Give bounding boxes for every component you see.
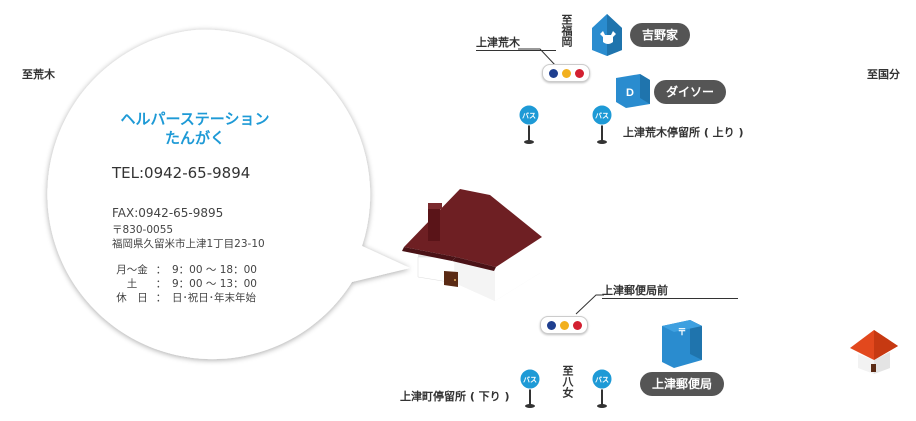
hours-sep: ： [155,292,167,304]
signal-light-blue [547,321,556,330]
hours-day: 休 日 [116,292,148,304]
business-name-line1: ヘルパーステーション [120,110,270,128]
signal-light-blue [549,69,558,78]
hours-row: 土 ： 9：00 〜 13：00 [114,277,314,291]
daiso-letter: D [626,87,634,99]
svg-text:バス: バス [522,112,536,120]
signal-light-red [575,69,584,78]
direction-kokubu: 至国分 [867,68,900,81]
tel-number: TEL:0942-65-9894 [112,164,251,182]
svg-text:バス: バス [595,112,609,120]
hours-sep: ： [155,278,167,290]
signal-light-red [573,321,582,330]
bus-stop-sign-icon: バス [518,104,540,144]
hours-time: 9：00 〜 18：00 [172,264,257,276]
daiso-icon: D [616,74,650,108]
hours-sep: ： [155,264,167,276]
hours-row: 月〜金 ： 9：00 〜 18：00 [114,263,314,277]
traffic-signal-north [542,64,590,82]
leader-line [518,48,557,67]
postal-code: 〒830-0055 [112,224,174,236]
bus-stop-north-label: 上津荒木停留所 ( 上り ) [623,126,744,139]
fax-number: FAX:0942-65-9895 [112,206,224,220]
yoshinoya-icon [592,14,622,56]
signal-light-yellow [562,69,571,78]
intersection-label-south: 上津郵便局前 [602,282,738,299]
post-symbol: 〒 [677,328,686,338]
traffic-signal-south [540,316,588,334]
svg-text:バス: バス [595,376,609,384]
hours-day: 土 [126,278,138,290]
hours-row: 休 日 ： 日･祝日･年末年始 [114,291,314,305]
direction-yame: 至八女 [561,365,574,398]
bus-stop-sign-icon: バス [519,368,541,408]
business-name: ヘルパーステーション たんがく [95,110,295,148]
small-house-icon [850,330,898,374]
business-hours: 月〜金 ： 9：00 〜 18：00 土 ： 9：00 〜 13：00 休 日 … [114,263,314,305]
direction-fukuoka: 至福岡 [560,14,573,47]
yoshinoya-label: 吉野家 [630,23,691,47]
post-office-label: 上津郵便局 [640,372,725,396]
svg-text:バス: バス [523,376,537,384]
hours-time: 9：00 〜 13：00 [172,278,257,290]
bus-stop-sign-icon: バス [591,368,613,408]
hours-time: 日･祝日･年末年始 [172,292,256,304]
house-icon [402,189,542,301]
business-name-line2: たんがく [164,129,225,147]
signal-light-yellow [560,321,569,330]
address: 福岡県久留米市上津1丁目23-10 [112,238,265,250]
post-office-icon: 〒 [662,320,702,368]
leader-line [575,294,604,315]
hours-day: 月〜金 [116,264,148,276]
bus-stop-south-label: 上津町停留所 ( 下り ) [400,390,510,403]
bus-stop-sign-icon: バス [591,104,613,144]
intersection-label-north: 上津荒木 [476,34,556,51]
direction-arakigi: 至荒木 [22,68,55,81]
daiso-label: ダイソー [654,80,727,104]
